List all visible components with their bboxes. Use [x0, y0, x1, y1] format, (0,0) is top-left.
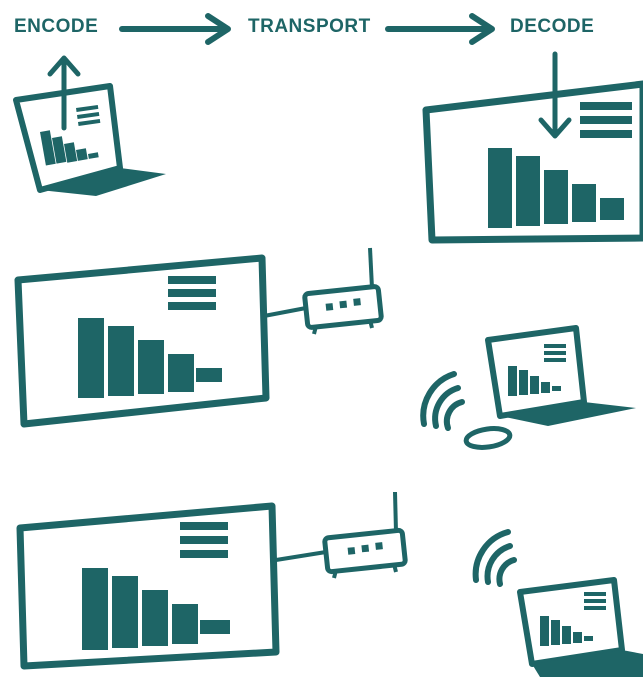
middle-router-icon	[302, 247, 384, 335]
bottom-laptop-icon	[517, 577, 643, 677]
middle-display-bar-chart-icon	[78, 276, 222, 398]
encode-laptop-icon	[13, 83, 166, 196]
bottom-router-icon	[322, 491, 408, 579]
encode-label: ENCODE	[14, 16, 99, 37]
transport-to-decode-arrow-icon	[385, 13, 495, 45]
encode-laptop-bar-chart-icon	[40, 104, 101, 166]
decode-down-arrow-icon	[538, 51, 572, 139]
middle-wireless-signal-icon	[420, 371, 465, 431]
middle-display-icon	[14, 254, 270, 428]
decode-display-bar-chart-icon	[488, 102, 632, 228]
middle-mouse-icon	[463, 426, 513, 450]
encode-up-arrow-icon	[47, 55, 81, 131]
encode-to-transport-arrow-icon	[119, 13, 231, 45]
bottom-laptop-bar-chart-icon	[540, 592, 606, 646]
bottom-display-icon	[16, 502, 280, 670]
bottom-wireless-signal-icon	[472, 529, 517, 587]
middle-cable-line	[263, 306, 307, 318]
bottom-display-bar-chart-icon	[82, 522, 230, 650]
decode-label: DECODE	[510, 16, 595, 37]
transport-label: TRANSPORT	[248, 16, 371, 37]
bottom-cable-line	[275, 550, 327, 562]
middle-laptop-bar-chart-icon	[508, 344, 566, 396]
decode-display-icon	[422, 80, 643, 244]
middle-laptop-icon	[485, 325, 636, 426]
